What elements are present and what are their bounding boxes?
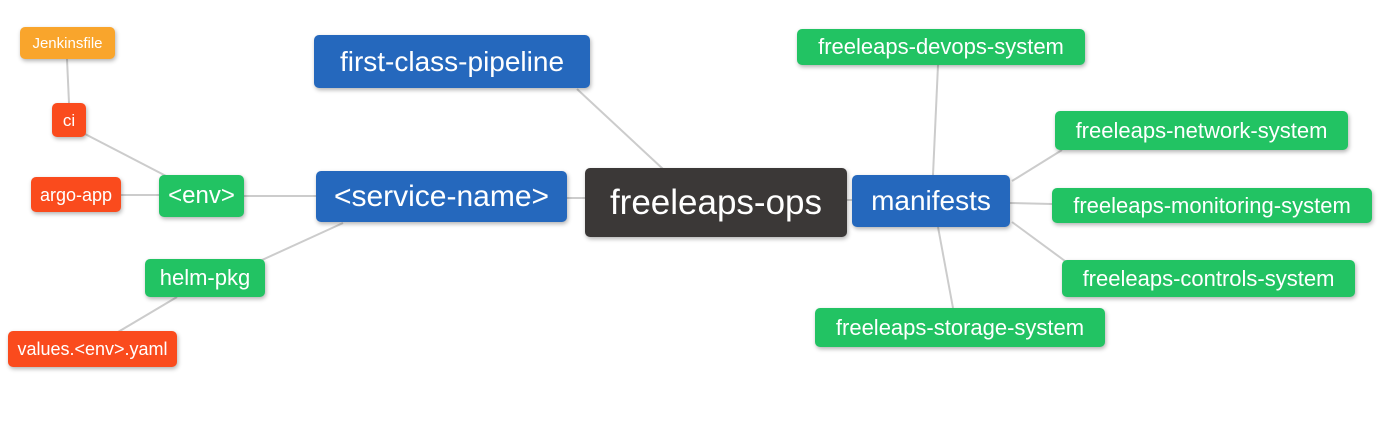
edge-pipeline-freeleaps-ops (576, 88, 664, 170)
edge-ci-env (84, 133, 169, 178)
node-freeleaps-controls-system[interactable]: freeleaps-controls-system (1062, 260, 1355, 297)
node-jenkinsfile[interactable]: Jenkinsfile (20, 27, 115, 59)
node-freeleaps-monitoring-system[interactable]: freeleaps-monitoring-system (1052, 188, 1372, 223)
edge-manifests-monitoring (1009, 202, 1053, 205)
node-helm-pkg[interactable]: helm-pkg (145, 259, 265, 297)
edge-manifests-storage (937, 226, 954, 309)
edge-helm-pkg-values (117, 296, 178, 333)
node-first-class-pipeline[interactable]: first-class-pipeline (314, 35, 590, 88)
edge-manifests-network (1011, 149, 1063, 182)
node-service-name[interactable]: <service-name> (316, 171, 567, 222)
node-argo-app[interactable]: argo-app (31, 177, 121, 212)
edge-service-name-helm-pkg (261, 222, 344, 261)
node-freeleaps-devops-system[interactable]: freeleaps-devops-system (797, 29, 1085, 65)
node-freeleaps-ops-root[interactable]: freeleaps-ops (585, 168, 847, 237)
edge-manifests-devops (932, 64, 939, 176)
node-freeleaps-storage-system[interactable]: freeleaps-storage-system (815, 308, 1105, 347)
edge-jenkinsfile-ci (66, 58, 70, 104)
edge-manifests-controls (1011, 221, 1066, 262)
node-env[interactable]: <env> (159, 175, 244, 217)
node-ci[interactable]: ci (52, 103, 86, 137)
node-manifests[interactable]: manifests (852, 175, 1010, 227)
node-values-env-yaml[interactable]: values.<env>.yaml (8, 331, 177, 367)
node-freeleaps-network-system[interactable]: freeleaps-network-system (1055, 111, 1348, 150)
